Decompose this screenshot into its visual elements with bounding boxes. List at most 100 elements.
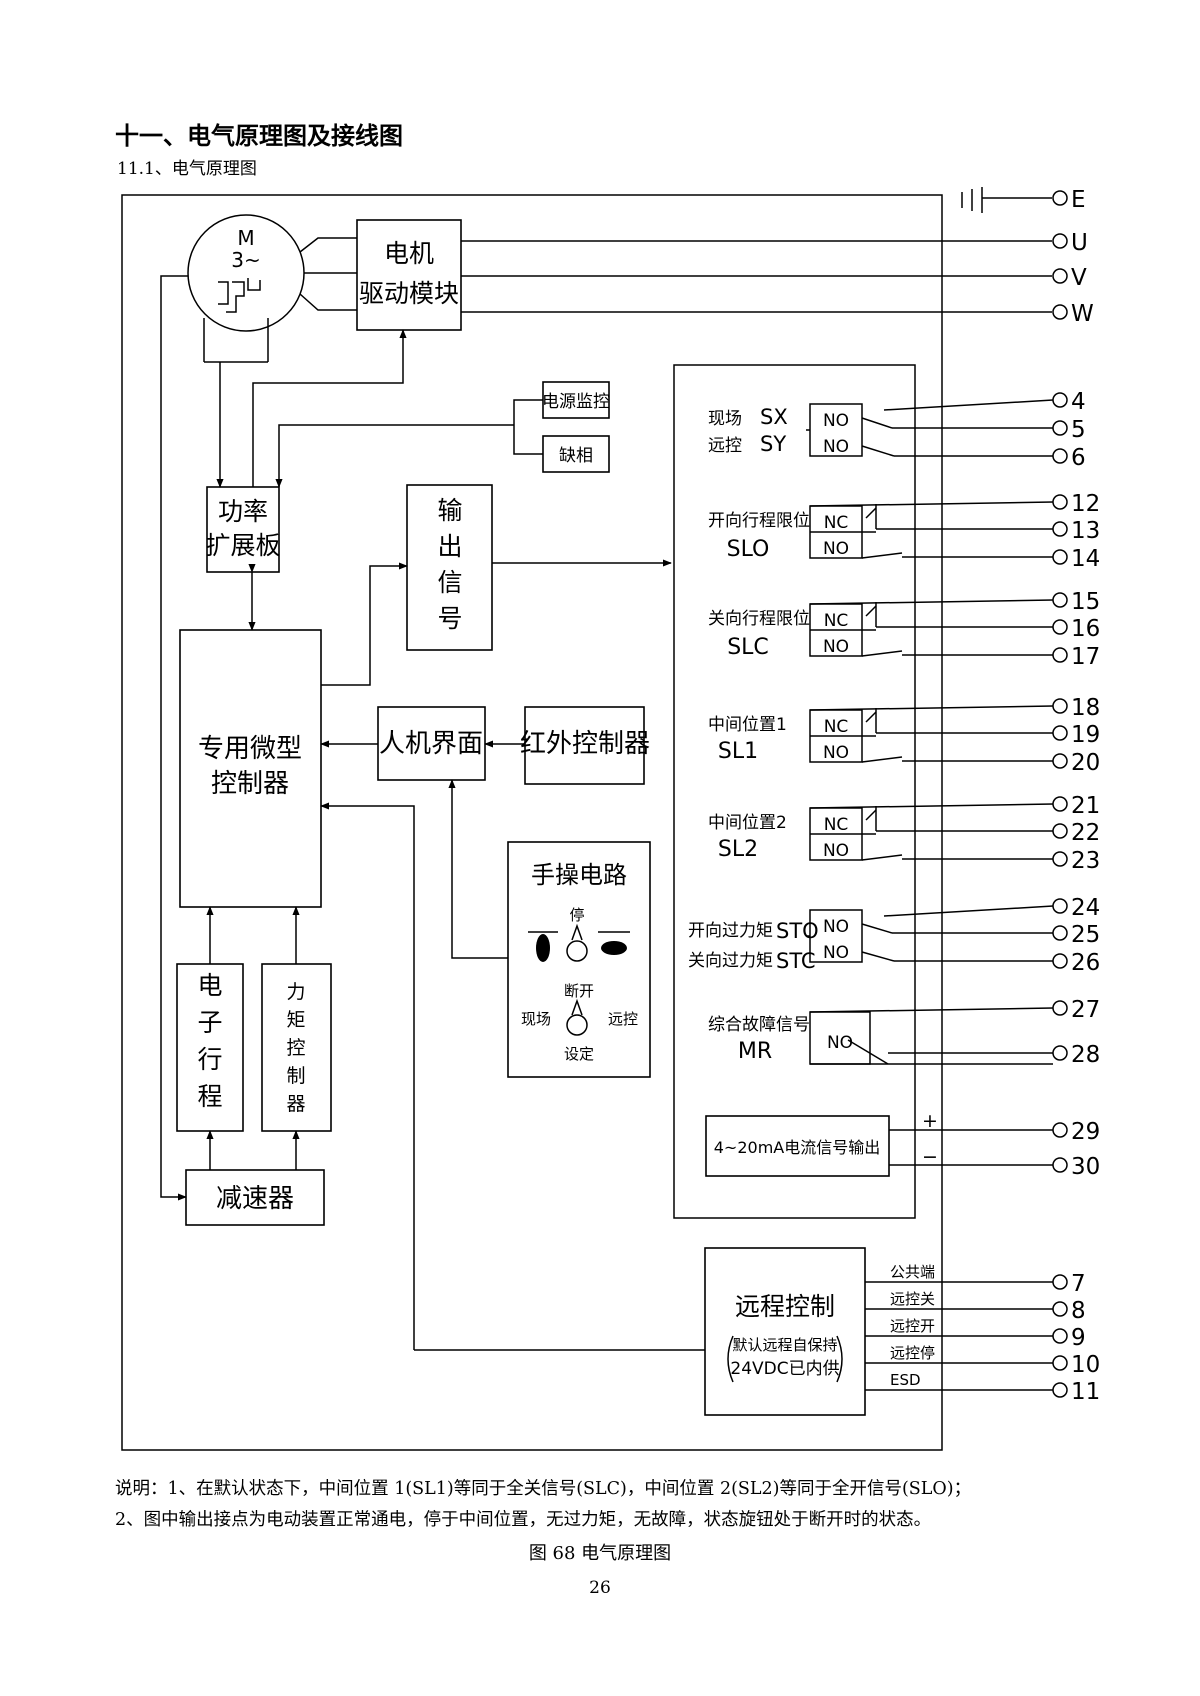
remote-control-label: 远程控制 [735,1292,835,1321]
power-v-label: V [1071,265,1087,291]
figure-caption: 图 68 电气原理图 [528,1543,672,1564]
relay-0-5-terminal [1052,420,1068,436]
svg-text:NO: NO [823,841,849,861]
fault-27-terminal [1052,1000,1068,1016]
remote-11-label: 11 [1071,1379,1100,1405]
relay-2-17-label: 17 [1071,644,1100,670]
hmi-box [377,706,486,781]
remote-line-label-3: 远控停 [890,1344,935,1362]
remote-9-terminal [1052,1328,1068,1344]
knob-set-label: 设定 [564,1045,594,1063]
power-expansion-label-1: 功率 [218,497,268,526]
reducer-box [185,1169,325,1226]
current-output-box [705,1115,890,1177]
power-e-terminal [1052,190,1068,206]
electronic-travel-char-2: 子 [197,1008,222,1037]
knob-off-label: 断开 [564,982,594,1000]
svg-text:NC: NC [824,513,849,533]
remote-control-box [704,1247,866,1416]
remote-11-terminal [1052,1382,1068,1398]
motor-drive-box [356,219,462,331]
relay-5-24-label: 24 [1071,895,1100,921]
relay-local-code: SX [760,405,788,429]
mid2-label: 中间位置2 [708,813,787,833]
relay-3-19-label: 19 [1071,722,1100,748]
relay-5-25-label: 25 [1071,922,1100,948]
manual-circuit-label: 手操电路 [531,861,627,889]
relay-1-12-terminal [1052,494,1068,510]
note-line-2: 2、图中输出接点为电动装置正常通电，停于中间位置，无过力矩，无故障，状态旋钮处于… [115,1510,932,1530]
svg-text:NO: NO [823,743,849,763]
relay-1-14-label: 14 [1071,546,1100,572]
remote-line-label-1: 远控关 [890,1290,935,1308]
close-limit-label: 关向行程限位 [708,609,810,629]
remote-7-label: 7 [1071,1271,1086,1297]
page-number: 26 [589,1578,611,1598]
note-line-1: 说明：1、在默认状态下，中间位置 1(SL1)等同于全关信号(SLC)，中间位置… [115,1479,972,1499]
power-expansion-label-2: 扩展板 [205,531,280,560]
svg-text:NO: NO [823,943,849,963]
relay-1-13-label: 13 [1071,518,1100,544]
relay-2-16-terminal [1052,619,1068,635]
motor-drive-label-2: 驱动模块 [359,279,459,308]
phase-loss-box [542,435,610,473]
open-limit-code: SLO [727,537,770,562]
micro-controller-label-1: 专用微型 [198,734,302,764]
relay-4-23-label: 23 [1071,848,1100,874]
fault-28-label: 28 [1071,1042,1100,1068]
fault-27-label: 27 [1071,997,1100,1023]
relay-1-12-label: 12 [1071,491,1100,517]
relay-1-13-terminal [1052,521,1068,537]
relay-remote-label: 远控 [708,436,742,456]
torque-control-char-4: 制 [286,1065,305,1087]
relay-4-22-terminal [1052,823,1068,839]
relay-3-18-label: 18 [1071,695,1100,721]
relay-5-25-terminal [1052,925,1068,941]
mid1-code: SL1 [718,739,758,764]
electronic-travel-char-4: 程 [197,1082,222,1111]
electronic-travel-box [176,963,244,1132]
svg-text:NC: NC [824,815,849,835]
power-u-label: U [1071,230,1088,256]
fault-code: MR [738,1039,772,1064]
torque-control-char-5: 器 [286,1093,305,1115]
power-w-terminal [1052,304,1068,320]
knob-remote-label: 远控 [608,1010,638,1028]
knob-dial-icon [566,998,588,1036]
manual-circuit-box [507,841,651,1078]
remote-line-label-0: 公共端 [890,1263,935,1281]
output-signal-char-3: 信 [437,568,462,597]
power-u-terminal [1052,233,1068,249]
relay-4-23-terminal [1052,851,1068,867]
analog-30-label: 30 [1071,1154,1100,1180]
knob-local-label: 现场 [521,1010,551,1028]
close-limit-code: SLC [727,635,769,660]
motor-phase: 3~ [231,248,260,272]
relay-0-6-label: 6 [1071,445,1086,471]
remote-9-label: 9 [1071,1325,1086,1351]
open-torque-code: STO [776,919,819,943]
analog-minus: − [922,1146,938,1168]
relay-local-label: 现场 [708,409,742,429]
reducer-label: 减速器 [216,1184,294,1214]
remote-note-1: 默认远程自保持 [732,1336,837,1354]
relay-4-21-terminal [1052,796,1068,812]
ground-symbol [961,187,1052,213]
output-signal-char-1: 输 [437,496,462,525]
relay-5-26-terminal [1052,953,1068,969]
motor: M 3~ [187,214,305,363]
relay-0-6-terminal [1052,448,1068,464]
open-torque-label: 开向过力矩 [688,921,773,941]
output-signal-char-4: 号 [437,604,462,633]
relay-5-24-terminal [1052,898,1068,914]
power-v-terminal [1052,268,1068,284]
fault-label: 综合故障信号 [708,1015,810,1035]
terminal-strip: EUVW456121314151617181920212223242526272… [890,187,1100,1405]
outer-frame [121,194,943,1451]
relay-0-4-label: 4 [1071,389,1086,415]
relay-2-16-label: 16 [1071,616,1100,642]
analog-29-label: 29 [1071,1119,1100,1145]
subsection-title: 11.1、电气原理图 [117,159,257,179]
mid1-label: 中间位置1 [708,715,787,735]
